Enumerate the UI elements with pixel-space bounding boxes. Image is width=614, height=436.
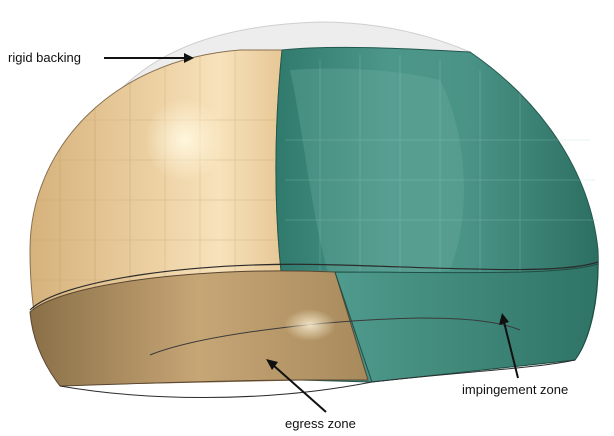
label-egress-zone: egress zone	[285, 416, 356, 431]
impingement-shell-light	[290, 68, 464, 280]
arrow-impingement-head	[499, 313, 509, 325]
inner-liner-ring	[149, 317, 521, 356]
tan-highlight	[145, 98, 225, 182]
arrow-impingement-line	[503, 321, 519, 379]
egress-inner-cavity	[29, 270, 369, 387]
annotation-rigid-backing: rigid backing	[8, 50, 194, 65]
rim-edge	[29, 261, 599, 311]
inner-highlight	[284, 309, 336, 341]
arrow-rigid-backing-head	[184, 53, 194, 63]
annotation-egress-zone: egress zone	[266, 359, 356, 431]
label-rigid-backing: rigid backing	[8, 50, 81, 65]
label-impingement-zone: impingement zone	[462, 382, 568, 397]
shell-base-outline	[59, 359, 576, 398]
arrow-egress-line	[272, 364, 327, 413]
annotation-impingement-zone: impingement zone	[462, 313, 568, 397]
teal-facets	[285, 55, 598, 300]
impingement-inner-cavity	[334, 263, 599, 383]
arrow-egress-head	[266, 359, 278, 370]
